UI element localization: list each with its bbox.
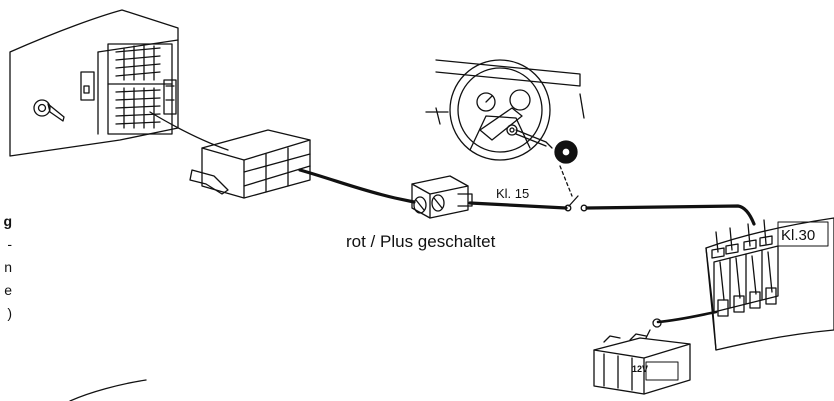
fuse-block	[705, 217, 834, 351]
battery	[593, 333, 691, 395]
battery-post-lead	[645, 329, 651, 339]
cable-to-switch	[468, 201, 568, 210]
terminal-15-label: Kl. 15	[496, 186, 530, 201]
clipped-edge-text: g - n e )	[3, 210, 12, 325]
cable-to-fuse-block	[585, 204, 756, 226]
battery-ring-terminal	[652, 318, 662, 328]
edge-text-line: g	[3, 213, 12, 229]
switch	[559, 165, 588, 212]
edge-text-line: )	[7, 305, 12, 321]
radio-lead	[149, 111, 229, 151]
edge-text-line: n	[4, 259, 12, 275]
fuse-holder	[411, 175, 473, 219]
battery-lead	[656, 310, 718, 324]
terminal-30-label: Kl.30	[781, 227, 816, 244]
partial-outline	[69, 379, 147, 401]
edge-text-line: e	[4, 282, 12, 298]
battery-voltage-label: 12V	[632, 364, 649, 374]
steering-wheel	[425, 59, 585, 164]
main-cable	[298, 168, 416, 204]
edge-text-line: -	[7, 236, 12, 252]
circuit-label: rot / Plus geschaltet	[346, 232, 496, 251]
iso-adapter	[189, 129, 311, 199]
radio-chassis	[9, 9, 179, 157]
